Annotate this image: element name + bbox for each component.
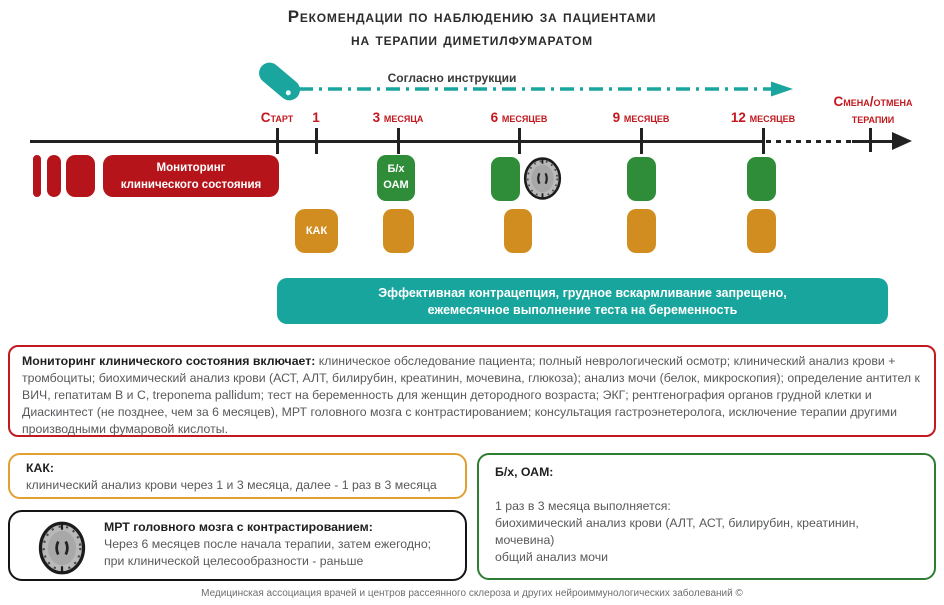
marker-orange-6m — [504, 209, 532, 253]
tick-9-months — [640, 128, 643, 154]
mrt-info-line2: при клинической целесообразности - раньш… — [104, 554, 364, 568]
tick-label-12-months: 12 месяцев — [730, 110, 796, 125]
tick-label-1-month: 1 — [312, 110, 320, 125]
mrt-info-text: МРТ головного мозга с контрастированием:… — [104, 519, 455, 570]
footer-credit: Медицинская ассоциация врачей и центров … — [201, 588, 743, 599]
monitoring-marker-line2: клинического состояния — [120, 179, 262, 191]
monitoring-info-body: клиническое обследование пациента; полны… — [22, 354, 920, 436]
banner-line2: ежемесячное выполнение теста на беременн… — [427, 302, 738, 317]
timeline-arrowhead-icon — [892, 132, 912, 150]
marker-green-12m — [747, 157, 776, 201]
marker-orange-12m — [747, 209, 776, 253]
timeline-axis-end — [852, 140, 894, 143]
monitoring-info-title: Мониторинг клинического состояния включа… — [22, 354, 319, 368]
mrt-info-box: МРТ головного мозга с контрастированием:… — [8, 510, 467, 581]
bh-oam-info-line2: биохимический анализ крови (АЛТ, АСТ, би… — [495, 516, 859, 547]
marker-orange-3m — [383, 209, 414, 253]
tick-6-months — [518, 128, 521, 154]
monitoring-bar-small — [33, 155, 41, 197]
brain-mri-icon-large — [38, 521, 86, 575]
page-title-line2: на терапии диметилфумаратом — [351, 30, 593, 49]
instruction-label: Согласно инструкции — [387, 71, 517, 85]
monitoring-bar-large — [66, 155, 95, 197]
brain-mri-icon — [523, 157, 562, 200]
marker-green-9m — [627, 157, 656, 201]
monitoring-marker: Мониторинг клинического состояния — [103, 155, 279, 197]
bh-oam-info-box: Б/х, ОАМ: 1 раз в 3 месяца выполняется: … — [477, 453, 936, 580]
banner-line1: Эффективная контрацепция, грудное вскарм… — [378, 286, 787, 300]
marker-kak: КАК — [295, 209, 338, 253]
bh-marker-line1: Б/х — [387, 163, 405, 175]
contraception-banner: Эффективная контрацепция, грудное вскарм… — [277, 278, 888, 324]
monitoring-bar-medium — [47, 155, 61, 197]
switch-label-line1: Смена/отмена — [833, 94, 913, 109]
tick-12-months — [762, 128, 765, 154]
kak-info-body: клинический анализ крови через 1 и 3 мес… — [26, 478, 437, 492]
marker-bh-oam: Б/х ОАМ — [377, 155, 415, 201]
marker-green-6m — [491, 157, 520, 201]
monitoring-marker-line1: Мониторинг — [156, 162, 226, 174]
kak-info-title: КАК: — [26, 461, 54, 475]
tick-switch — [869, 128, 872, 152]
mrt-info-line1: Через 6 месяцев после начала терапии, за… — [104, 537, 432, 551]
tick-label-start: Старт — [260, 110, 294, 125]
tick-label-6-months: 6 месяцев — [490, 110, 548, 125]
mrt-info-title: МРТ головного мозга с контрастированием: — [104, 520, 373, 534]
tick-start — [276, 128, 279, 154]
tick-1-month — [315, 128, 318, 154]
bh-oam-info-title: Б/х, ОАМ: — [495, 465, 554, 479]
kak-info-box: КАК: клинический анализ крови через 1 и … — [8, 453, 467, 499]
timeline-axis-dotted — [766, 140, 854, 143]
bh-marker-line2: ОАМ — [383, 179, 409, 191]
page-title-line1: Рекомендации по наблюдению за пациентами — [287, 7, 657, 26]
tick-label-3-months: 3 месяца — [372, 110, 424, 125]
tick-3-months — [397, 128, 400, 154]
tick-label-9-months: 9 месяцев — [612, 110, 670, 125]
bh-oam-info-line1: 1 раз в 3 месяца выполняется: — [495, 499, 671, 513]
marker-orange-9m — [627, 209, 656, 253]
instruction-arrow — [299, 81, 793, 97]
spacer — [495, 481, 918, 498]
bh-oam-info-line3: общий анализ мочи — [495, 550, 609, 564]
tick-label-switch: Смена/отмена терапии — [834, 93, 913, 127]
monitoring-info-box: Мониторинг клинического состояния включа… — [8, 345, 936, 437]
switch-label-line2: терапии — [851, 111, 895, 126]
